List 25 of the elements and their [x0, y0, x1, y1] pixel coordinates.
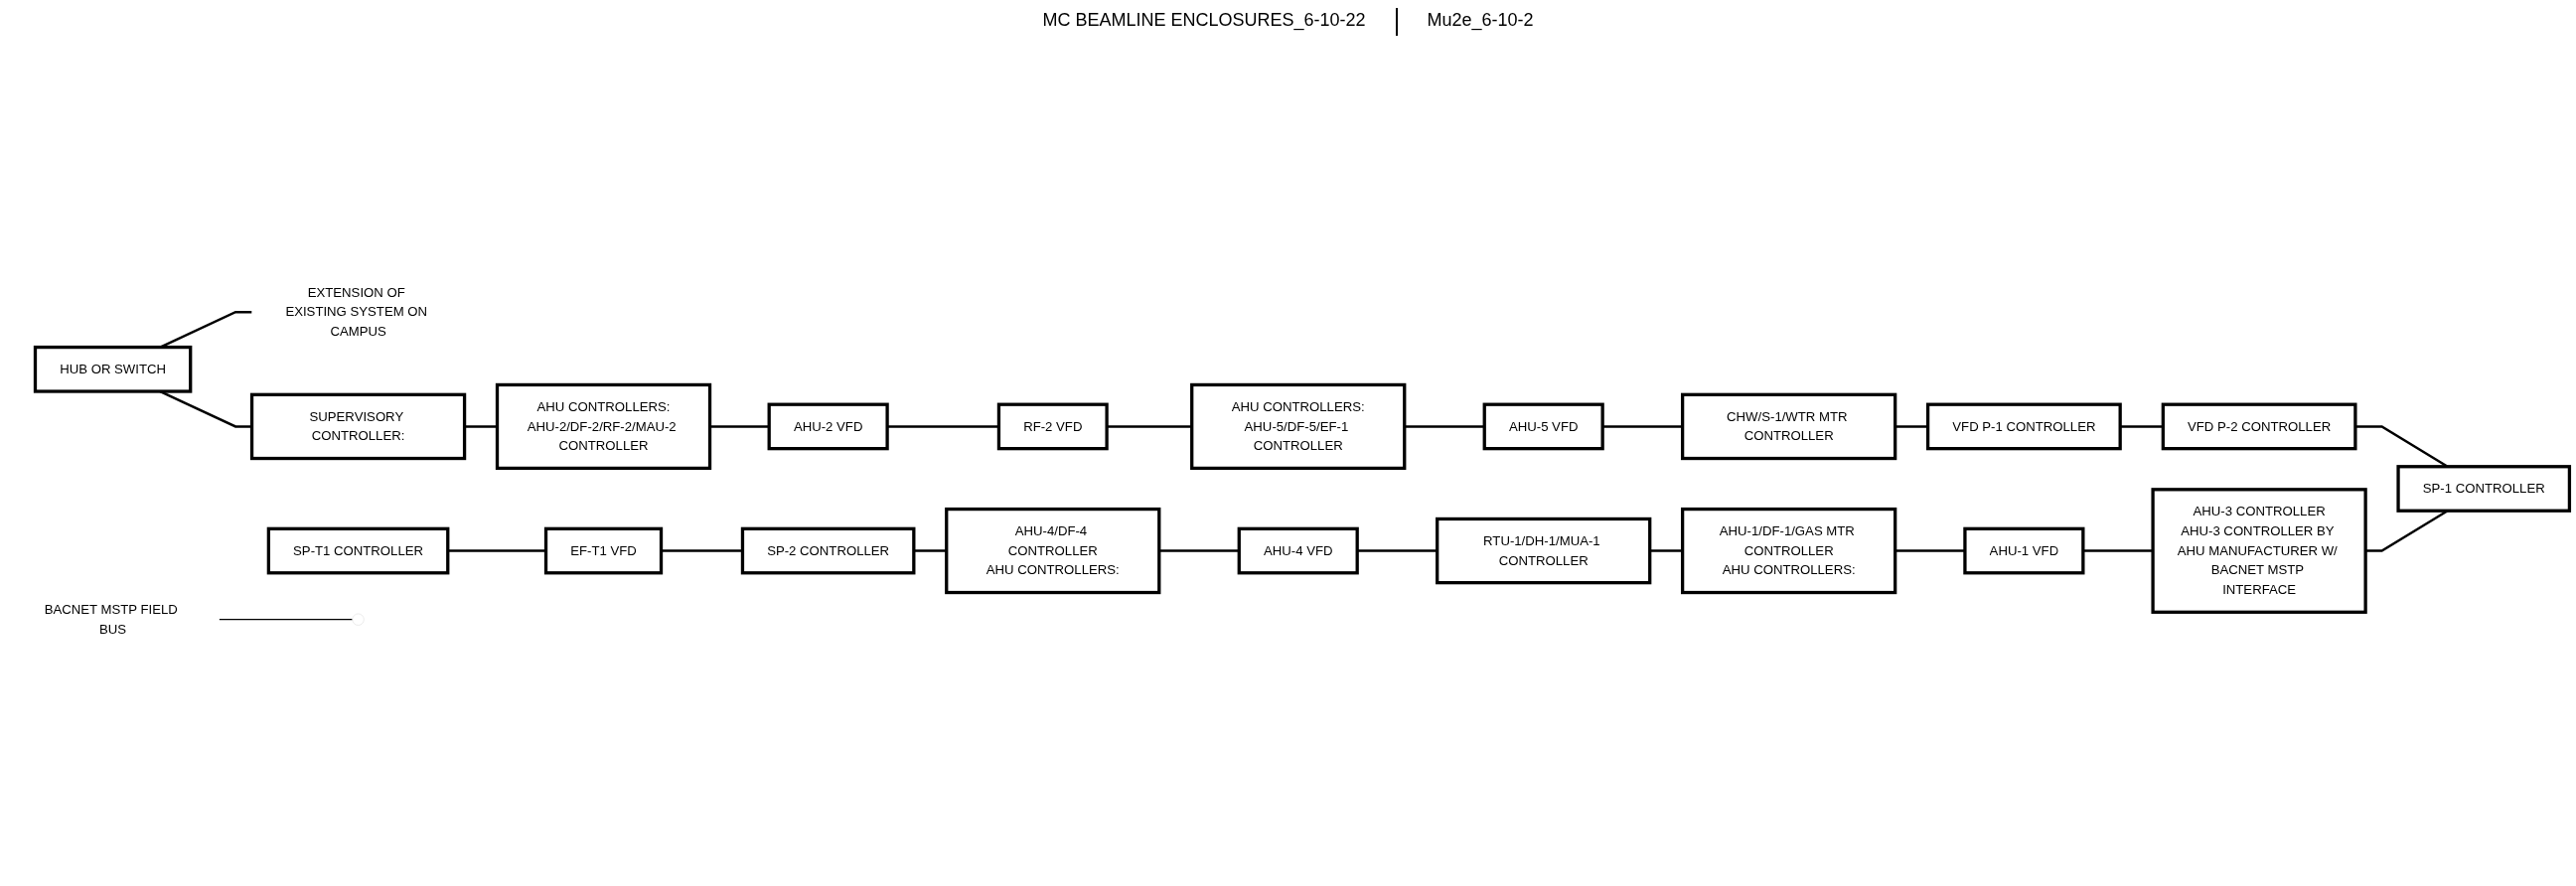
node-box: AHU-3 CONTROLLER AHU-3 CONTROLLER BY AHU MANUFACTURER W/ BACNET MSTP INTERFACE — [2151, 488, 2367, 614]
node-box: SP-T1 CONTROLLER — [266, 526, 450, 575]
connector — [219, 619, 354, 621]
area-label: Mu2e_6-10-2 — [1426, 9, 1535, 33]
node-box: HUB OR SWITCH — [33, 345, 193, 393]
node-box: RF-2 VFD — [996, 402, 1109, 451]
node-box: VFD P-2 CONTROLLER — [2161, 402, 2357, 451]
area-label: MC BEAMLINE ENCLOSURES_6-10-22 — [1041, 9, 1367, 33]
node-box: EF-T1 VFD — [543, 526, 664, 575]
node-box: AHU-5 VFD — [1482, 402, 1604, 451]
node-box: AHU CONTROLLERS: AHU-2/DF-2/RF-2/MAU-2 CONTROLLER — [495, 382, 712, 471]
node-box: RTU-1/DH-1/MUA-1 CONTROLLER — [1436, 517, 1652, 585]
node-box: SP-2 CONTROLLER — [740, 526, 916, 575]
node-box: AHU-2 VFD — [767, 402, 889, 451]
node-box: AHU CONTROLLERS: AHU-5/DF-5/EF-1 CONTROLLER — [1190, 382, 1407, 471]
node-box: SUPERVISORY CONTROLLER: — [249, 392, 467, 461]
node-text: EXTENSION OF EXISTING SYSTEM ON CAMPUS — [285, 285, 428, 339]
node-box: AHU-4/DF-4 CONTROLLER AHU CONTROLLERS: — [945, 507, 1161, 595]
node-text: BACNET MSTP FIELD BUS — [44, 602, 178, 637]
node-box: VFD P-1 CONTROLLER — [1925, 402, 2122, 451]
node-box: SP-1 CONTROLLER — [2396, 465, 2572, 513]
node-box: AHU-4 VFD — [1237, 526, 1359, 575]
node-box: CHW/S-1/WTR MTR CONTROLLER — [1681, 392, 1897, 461]
node-box: AHU-1/DF-1/GAS MTR CONTROLLER AHU CONTROLLERS: — [1681, 507, 1897, 595]
node-box: AHU-1 VFD — [1963, 526, 2085, 575]
